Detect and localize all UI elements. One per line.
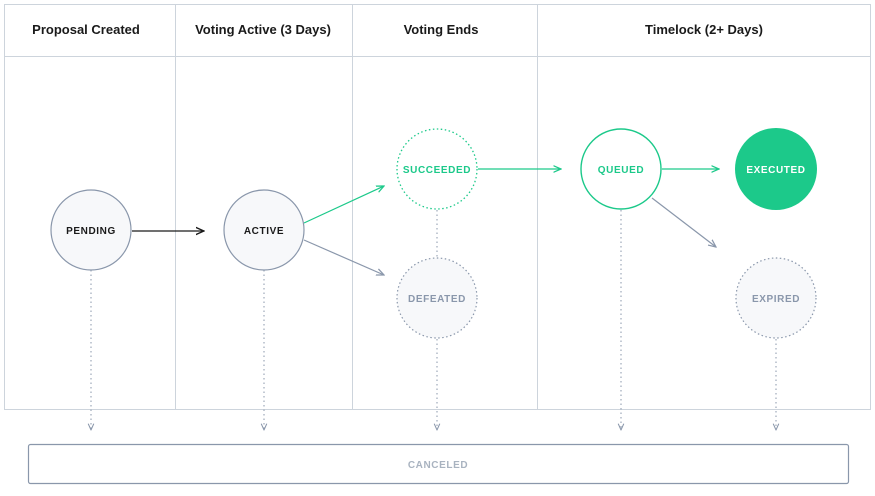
executed-label: EXECUTED <box>746 165 805 176</box>
defeated-label: DEFEATED <box>408 294 466 305</box>
pending-label: PENDING <box>66 226 116 237</box>
active-node <box>223 189 305 271</box>
canceled-label: CANCELED <box>408 460 468 471</box>
expired-node <box>735 257 817 339</box>
column-grid <box>4 4 871 410</box>
succeeded-label: SUCCEEDED <box>403 165 471 176</box>
column-header-timelock: Timelock (2+ Days) <box>645 22 763 37</box>
state-canceled: CANCELED <box>27 443 850 485</box>
defeated-node <box>396 257 478 339</box>
arrow-active-to-defeated <box>303 239 384 275</box>
queued-node <box>580 128 662 210</box>
state-succeeded: SUCCEEDED <box>396 128 478 210</box>
state-defeated: DEFEATED <box>396 257 478 339</box>
succeeded-node <box>396 128 478 210</box>
active-label: ACTIVE <box>244 226 284 237</box>
state-executed: EXECUTED <box>735 128 817 210</box>
cancel-connectors <box>91 210 776 430</box>
column-header-voting-active: Voting Active (3 Days) <box>195 22 331 37</box>
column-header-voting-ends: Voting Ends <box>404 22 479 37</box>
state-expired: EXPIRED <box>735 257 817 339</box>
state-pending: PENDING <box>50 189 132 271</box>
arrow-queued-to-expired <box>651 197 716 247</box>
pending-node <box>50 189 132 271</box>
state-queued: QUEUED <box>580 128 662 210</box>
executed-node <box>735 128 817 210</box>
state-active: ACTIVE <box>223 189 305 271</box>
grid-border <box>4 4 871 410</box>
arrow-active-to-succeeded <box>303 186 384 224</box>
queued-label: QUEUED <box>598 165 644 176</box>
canceled-bar <box>27 443 850 485</box>
expired-label: EXPIRED <box>752 294 800 305</box>
column-header-proposal-created: Proposal Created <box>32 22 140 37</box>
